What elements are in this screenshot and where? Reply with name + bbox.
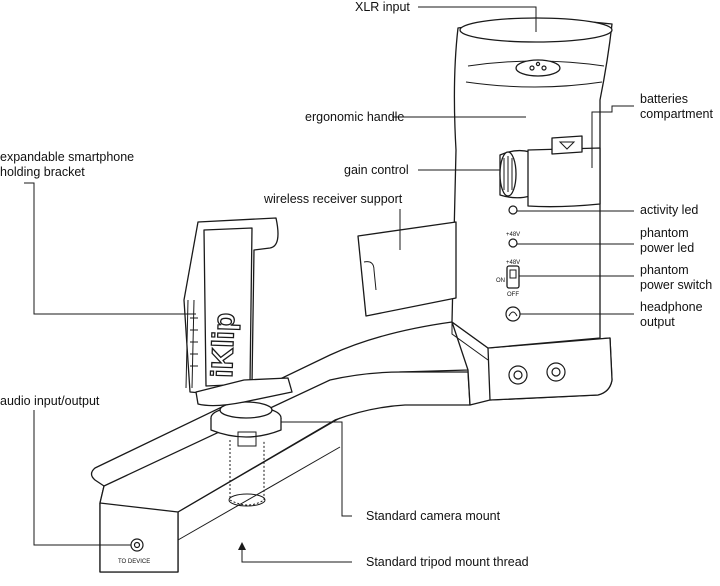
switch-on-text: ON: [496, 278, 505, 284]
label-expandable-bracket: expandable smartphone holding bracket: [0, 150, 135, 179]
label-wireless-receiver-support: wireless receiver support: [264, 192, 403, 206]
plus48v-switch-text: +48V: [506, 260, 520, 266]
label-activity-led: activity led: [640, 203, 699, 217]
wireless-receiver-plate: [357, 221, 457, 317]
brand-text: iKlip: [206, 312, 241, 378]
leader-lines: [24, 6, 634, 563]
label-phantom-power-switch: phantom power switch: [640, 263, 713, 292]
leader-audio: [33, 410, 131, 546]
plus48v-led-text: +48V: [506, 232, 520, 238]
base-arm: [90, 321, 489, 573]
tripod-arrowhead: [238, 542, 246, 550]
ergonomic-handle: [451, 17, 613, 349]
label-standard-camera-mount: Standard camera mount: [366, 509, 501, 523]
label-standard-tripod-mount-thread: Standard tripod mount thread: [366, 555, 529, 569]
label-xlr-input: XLR input: [355, 0, 410, 14]
output-jacks: [508, 362, 566, 385]
label-audio-input-output: audio input/output: [0, 394, 100, 408]
leader-camera-mount: [281, 421, 352, 517]
leader-xlr: [418, 6, 537, 32]
leader-batteries: [591, 105, 634, 168]
audio-jack: [130, 538, 144, 552]
label-batteries-compartment: batteries compartment: [640, 92, 713, 121]
leader-tripod: [241, 548, 352, 563]
leader-bracket: [24, 182, 196, 315]
label-phantom-power-led: phantom power led: [640, 226, 695, 255]
label-ergonomic-handle: ergonomic handle: [305, 110, 405, 124]
label-gain-control: gain control: [344, 163, 409, 177]
switch-off-text: OFF: [507, 292, 519, 298]
to-device-text: TO DEVICE: [118, 559, 150, 565]
smartphone-bracket: [183, 217, 293, 407]
label-headphone-output: headphone output: [640, 300, 703, 329]
